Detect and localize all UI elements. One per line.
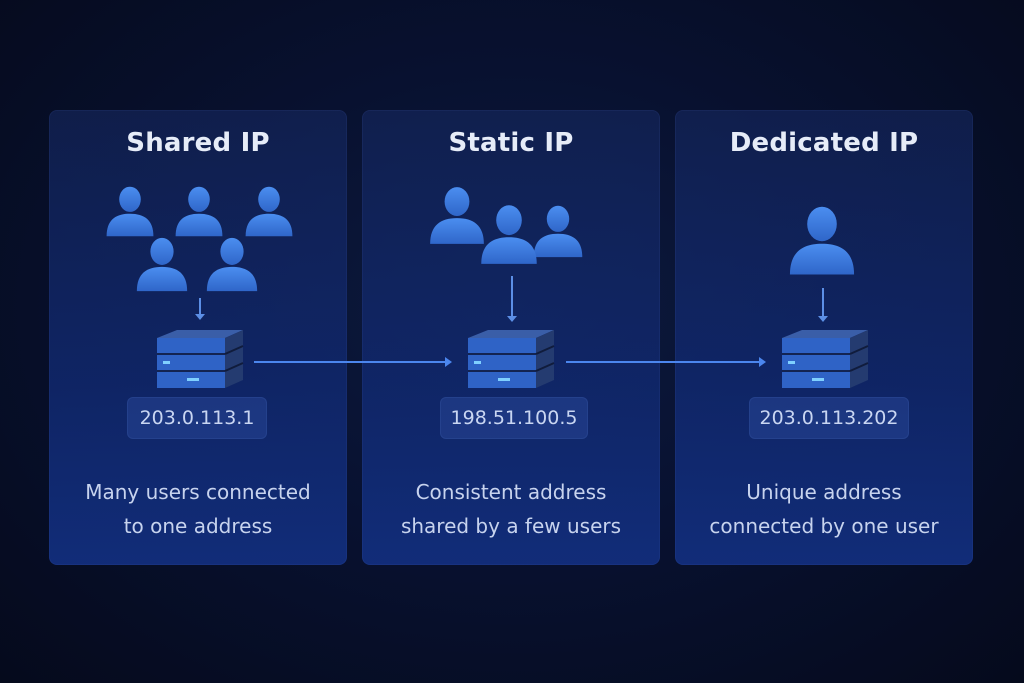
- panel-description: Unique address connected by one user: [675, 475, 973, 543]
- panel-dedicated-ip: Dedicated IP 203.0.113.202 Unique addres…: [675, 110, 973, 565]
- user-icon: [203, 232, 261, 296]
- panel-title: Static IP: [448, 128, 574, 158]
- user-icon: [133, 232, 191, 296]
- description-line: Consistent address: [415, 480, 607, 504]
- user-icon: [785, 200, 859, 280]
- panel-title: Shared IP: [126, 128, 270, 158]
- connector-arrow: [566, 357, 766, 367]
- server-icon: [153, 328, 245, 390]
- ip-address-badge: 203.0.113.202: [749, 397, 909, 439]
- ip-address-badge: 198.51.100.5: [440, 397, 588, 439]
- panel-static-ip: Static IP 198.51.100.5 Consistent addres…: [362, 110, 660, 565]
- description-line: shared by a few users: [400, 514, 622, 538]
- panel-description: Consistent address shared by a few users: [362, 475, 660, 543]
- description-line: Many users connected: [85, 480, 311, 504]
- server-icon: [464, 328, 556, 390]
- arrow-icon: [195, 298, 205, 320]
- panel-title: Dedicated IP: [729, 128, 919, 158]
- description-line: to one address: [123, 514, 273, 538]
- ip-address-badge: 203.0.113.1: [127, 397, 267, 439]
- arrow-icon: [507, 276, 517, 322]
- arrow-icon: [818, 288, 828, 322]
- panel-shared-ip: Shared IP 203.0.113.1 Many users connect…: [49, 110, 347, 565]
- connector-arrow: [254, 357, 452, 367]
- panel-description: Many users connected to one address: [49, 475, 347, 543]
- description-line: connected by one user: [709, 514, 939, 538]
- user-icon: [477, 198, 541, 270]
- server-icon: [778, 328, 870, 390]
- description-line: Unique address: [746, 480, 902, 504]
